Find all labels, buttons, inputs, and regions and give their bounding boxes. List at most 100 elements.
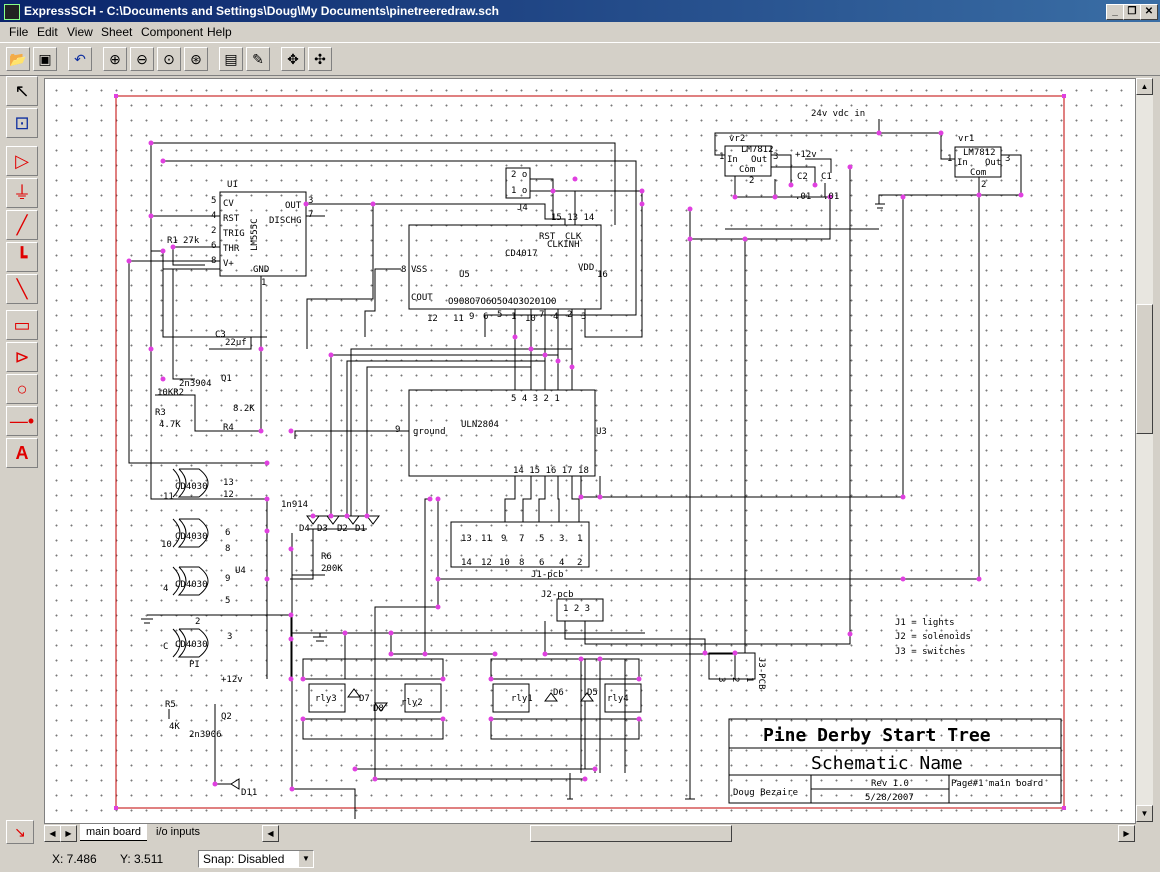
zoom-fit-icon[interactable]: ⊙ [157, 47, 181, 71]
vertical-scrollbar[interactable]: ▲ ▼ [1136, 78, 1153, 822]
vertical-scroll-thumb[interactable] [1136, 304, 1153, 434]
connect-icon[interactable]: ↘ [6, 820, 34, 844]
menu-file[interactable]: File [9, 25, 29, 39]
chevron-down-icon[interactable]: ▼ [299, 851, 313, 867]
component-icon[interactable]: ▭ [6, 310, 38, 340]
wire-icon[interactable]: ╱ [6, 210, 38, 240]
port-icon[interactable]: ⊳ [6, 342, 38, 372]
plus12-label: +12v [795, 150, 817, 160]
tab-main-board[interactable]: main board [80, 824, 148, 841]
menu-help[interactable]: Help [207, 25, 232, 39]
tab-prev-icon[interactable]: ◀ [44, 825, 61, 842]
scroll-left-icon[interactable]: ◀ [262, 825, 279, 842]
vr1-out: Out [985, 158, 1001, 168]
u1-pin-dischg: DISCHG [269, 216, 302, 226]
edit-icon[interactable]: ✎ [246, 47, 270, 71]
junction-icon[interactable]: —• [6, 406, 38, 436]
menu-component[interactable]: Component [141, 25, 204, 39]
u5-top-pins: 15 13 14 [551, 213, 594, 223]
tool-palette: ↖ ⊡ ▷ ⏚ ╱ ┗ ╲ ▭ ⊳ ○ —• A [4, 76, 40, 470]
vr1-n3: 3 [1005, 154, 1010, 164]
legend-j1: J1 = lights [895, 618, 955, 628]
restore-button[interactable]: ❐ [1123, 4, 1141, 20]
u5-part: CD4017 [505, 249, 538, 259]
c3-value: 22uf [225, 338, 247, 348]
bus-entry-icon[interactable]: ╲ [6, 274, 38, 304]
menu-view[interactable]: View [67, 25, 93, 39]
u3-bottom-pins: 14 15 16 17 18 [513, 466, 589, 476]
minimize-button[interactable]: _ [1106, 4, 1124, 20]
menu-edit[interactable]: Edit [37, 25, 58, 39]
q1-ref: Q1 [221, 374, 232, 384]
d7-ref: D7 [359, 694, 370, 704]
u5-pin3: 3 [581, 312, 586, 322]
vr2-out: Out [751, 155, 767, 165]
u4-ref: U4 [235, 566, 246, 576]
zoom-out-icon[interactable]: ⊖ [130, 47, 154, 71]
save-icon[interactable]: ▣ [33, 47, 57, 71]
text-icon[interactable]: A [6, 438, 38, 468]
u1-num-7: 7 [308, 210, 313, 220]
schematic-canvas[interactable]: 24v vdc in U1 CV RST TRIG THR V+ 5 4 2 6… [44, 78, 1136, 824]
xor1-n: 12 [223, 490, 234, 500]
r5-value: 4K [169, 722, 180, 732]
u5-pin2: 2 [567, 310, 572, 320]
menu-sheet[interactable]: Sheet [101, 25, 133, 39]
close-button[interactable]: ✕ [1140, 4, 1158, 20]
u5-pin5: 5 [497, 310, 502, 320]
ground-icon[interactable]: ⏚ [6, 178, 38, 208]
j2-ref: J2-pcb [541, 590, 574, 600]
u1-gnd: GND [253, 265, 269, 275]
scroll-up-icon[interactable]: ▲ [1136, 78, 1153, 95]
u5-cout: COUT [411, 293, 433, 303]
horizontal-scroll-thumb[interactable] [530, 825, 732, 842]
select-icon[interactable]: ↖ [6, 76, 38, 106]
ground-symbols [141, 203, 885, 800]
scroll-right-icon[interactable]: ▶ [1118, 825, 1135, 842]
u1-num-5: 5 [211, 196, 216, 206]
c3-ref: C3 [215, 330, 226, 340]
circle-icon[interactable]: ○ [6, 374, 38, 404]
c2-value: .01 [795, 192, 811, 202]
u5-pin1: 1 [511, 312, 516, 322]
j3-pin3: 3 [716, 677, 726, 682]
status-bar: X: 7.486 Y: 3.511 [0, 846, 1160, 872]
power-icon[interactable]: ▷ [6, 146, 38, 176]
r2-label: 10KR2 [157, 388, 184, 398]
zoom-area-icon[interactable]: ⊛ [184, 47, 208, 71]
j1-bot-10: 10 [499, 558, 510, 568]
vr1-n1: 1 [947, 154, 952, 164]
zoom-in-icon[interactable]: ⊕ [103, 47, 127, 71]
vr1-com: Com [970, 168, 986, 178]
u1-pin-cv: CV [223, 199, 234, 209]
r1-value: 27k [183, 236, 200, 246]
tab-io-inputs[interactable]: i/o inputs [156, 826, 201, 838]
bus-icon[interactable]: ┗ [6, 242, 38, 272]
open-icon[interactable]: 📂 [6, 47, 30, 71]
xor4-b: 3 [227, 632, 232, 642]
tab-next-icon[interactable]: ▶ [60, 825, 77, 842]
toolbar: 📂 ▣ ↶ ⊕ ⊖ ⊙ ⊛ ▤ ✎ ✥ ✣ [0, 42, 1160, 76]
properties-icon[interactable]: ▤ [219, 47, 243, 71]
q2-ref: Q2 [221, 712, 232, 722]
move-icon[interactable]: ✥ [281, 47, 305, 71]
xor3-ref: CD4030 [175, 580, 208, 590]
snap-select[interactable]: Snap: Disabled ▼ [198, 850, 314, 868]
vr2-ref: vr2 [729, 134, 745, 144]
status-y: Y: 3.511 [120, 852, 164, 866]
r3-ref: R3 [155, 408, 166, 418]
plus12-label-2: +12v [221, 675, 243, 685]
u3-top-pins: 5 4 3 2 1 [511, 394, 560, 404]
j1-bot-6: 6 [539, 558, 544, 568]
rotate-icon[interactable]: ✣ [308, 47, 332, 71]
zoom-select-icon[interactable]: ⊡ [6, 108, 38, 138]
sheet-corners [114, 94, 1066, 810]
c1-ref: C1 [821, 172, 832, 182]
schematic-date: 5/28/2007 [865, 793, 914, 803]
u3-ground: ground [413, 427, 446, 437]
scroll-down-icon[interactable]: ▼ [1136, 805, 1153, 822]
xor4-n: 2 [195, 617, 200, 627]
xor2-a: 10 [161, 540, 172, 550]
undo-icon[interactable]: ↶ [68, 47, 92, 71]
xor3-n: 5 [225, 596, 230, 606]
